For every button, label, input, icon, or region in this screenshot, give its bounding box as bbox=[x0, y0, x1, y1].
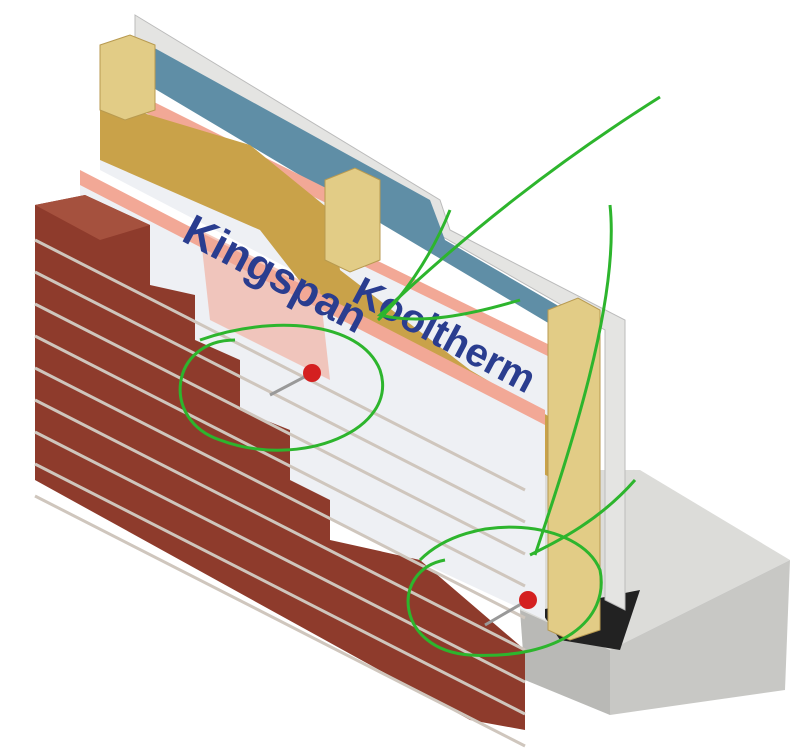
mortar-joint bbox=[34, 366, 526, 620]
wall-tie-upper bbox=[269, 364, 321, 397]
brick-outer-leaf bbox=[34, 195, 526, 748]
breather-membrane bbox=[140, 40, 600, 600]
wall-tie-lower bbox=[484, 591, 537, 627]
mortar-joint bbox=[34, 302, 526, 556]
mortar-joint bbox=[34, 494, 526, 748]
green-annotations bbox=[178, 95, 661, 657]
insulation-board-lower: Kingspan Kooltherm bbox=[80, 170, 545, 620]
mortar-joint bbox=[34, 238, 526, 492]
mortar-joint bbox=[34, 462, 526, 716]
mortar-joint bbox=[34, 398, 526, 652]
mortar-joint bbox=[34, 430, 526, 684]
mortar-joint bbox=[34, 270, 526, 524]
